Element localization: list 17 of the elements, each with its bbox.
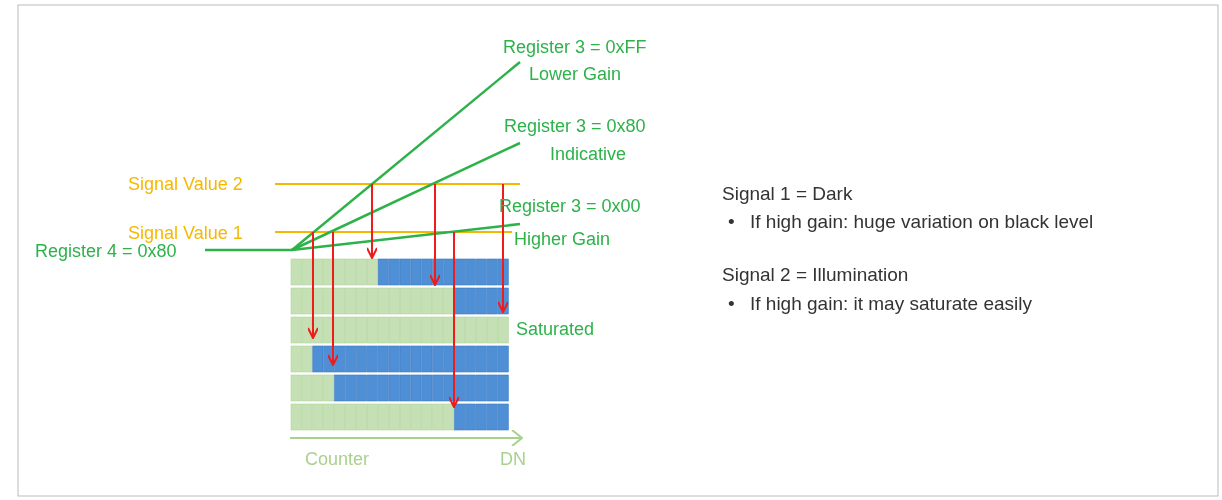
gain-label: Higher Gain — [514, 230, 611, 248]
state-label: Saturated — [516, 320, 595, 338]
axis-label: Counter — [305, 450, 370, 468]
heading-text: Signal 1 = Dark — [722, 184, 853, 203]
gain-label: Lower Gain — [529, 65, 622, 83]
register-label: Register 4 = 0x80 — [35, 242, 177, 260]
bullet-mark: • — [728, 294, 735, 313]
signal-label: Signal Value 2 — [128, 175, 243, 193]
bullet-text: If high gain: it may saturate easily — [750, 294, 1032, 313]
register-label: Register 3 = 0xFF — [503, 38, 647, 56]
signal-label: Signal Value 1 — [128, 224, 243, 242]
bullet-text: If high gain: huge variation on black level — [750, 212, 1094, 231]
heading-text: Signal 2 = Illumination — [722, 265, 909, 284]
axis-label: DN — [500, 450, 526, 468]
gain-label: Indicative — [550, 145, 627, 163]
register-label: Register 3 = 0x80 — [504, 117, 646, 135]
bullet-mark: • — [728, 212, 735, 231]
